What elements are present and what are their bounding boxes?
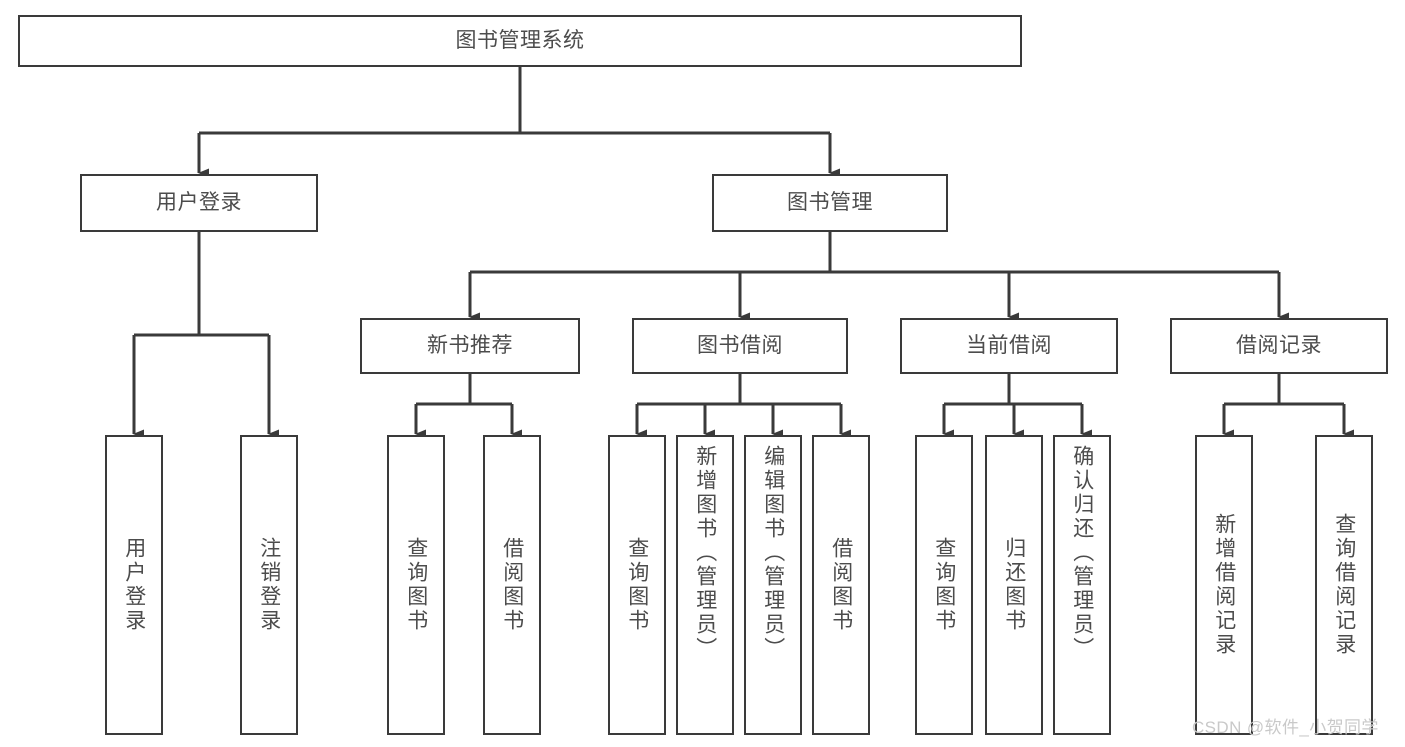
csdn-watermark: CSDN @软件_小贺同学 [1192,718,1379,737]
node-label: 新增图书（管理员） [693,445,717,661]
node-label: 当前借阅 [966,334,1052,358]
node-book-borrow[interactable]: 图书借阅 [632,318,848,374]
node-current-borrow[interactable]: 当前借阅 [900,318,1118,374]
node-root-system[interactable]: 图书管理系统 [18,15,1022,67]
node-label: 借阅图书 [500,537,524,633]
node-leaf-borrow-book-2[interactable]: 借阅图书 [812,435,870,735]
node-leaf-logout-login[interactable]: 注销登录 [240,435,298,735]
node-leaf-confirm-return-admin[interactable]: 确认归还（管理员） [1053,435,1111,735]
node-label: 确认归还（管理员） [1070,445,1094,661]
node-label: 查询图书 [625,537,649,633]
node-label: 归还图书 [1002,537,1026,633]
node-label: 注销登录 [257,537,281,633]
node-label: 借阅图书 [829,537,853,633]
node-label: 用户登录 [156,191,242,215]
node-label: 查询借阅记录 [1332,513,1356,657]
node-label: 借阅记录 [1236,334,1322,358]
node-leaf-add-borrow-record[interactable]: 新增借阅记录 [1195,435,1253,735]
node-leaf-user-login[interactable]: 用户登录 [105,435,163,735]
node-leaf-add-book-admin[interactable]: 新增图书（管理员） [676,435,734,735]
node-label: 图书管理 [787,191,873,215]
node-leaf-query-book-3[interactable]: 查询图书 [915,435,973,735]
node-leaf-return-book[interactable]: 归还图书 [985,435,1043,735]
node-leaf-edit-book-admin[interactable]: 编辑图书（管理员） [744,435,802,735]
node-label: 编辑图书（管理员） [761,445,785,661]
node-label: 新书推荐 [427,334,513,358]
node-label: 新增借阅记录 [1212,513,1236,657]
node-leaf-query-borrow-record[interactable]: 查询借阅记录 [1315,435,1373,735]
node-label: 查询图书 [932,537,956,633]
node-leaf-query-book-2[interactable]: 查询图书 [608,435,666,735]
node-label: 查询图书 [404,537,428,633]
node-label: 用户登录 [122,537,146,633]
node-user-login[interactable]: 用户登录 [80,174,318,232]
node-leaf-query-book-1[interactable]: 查询图书 [387,435,445,735]
node-book-manage[interactable]: 图书管理 [712,174,948,232]
node-label: 图书借阅 [697,334,783,358]
node-label: 图书管理系统 [455,29,585,53]
node-new-book-recommend[interactable]: 新书推荐 [360,318,580,374]
node-leaf-borrow-book-1[interactable]: 借阅图书 [483,435,541,735]
node-borrow-record[interactable]: 借阅记录 [1170,318,1388,374]
